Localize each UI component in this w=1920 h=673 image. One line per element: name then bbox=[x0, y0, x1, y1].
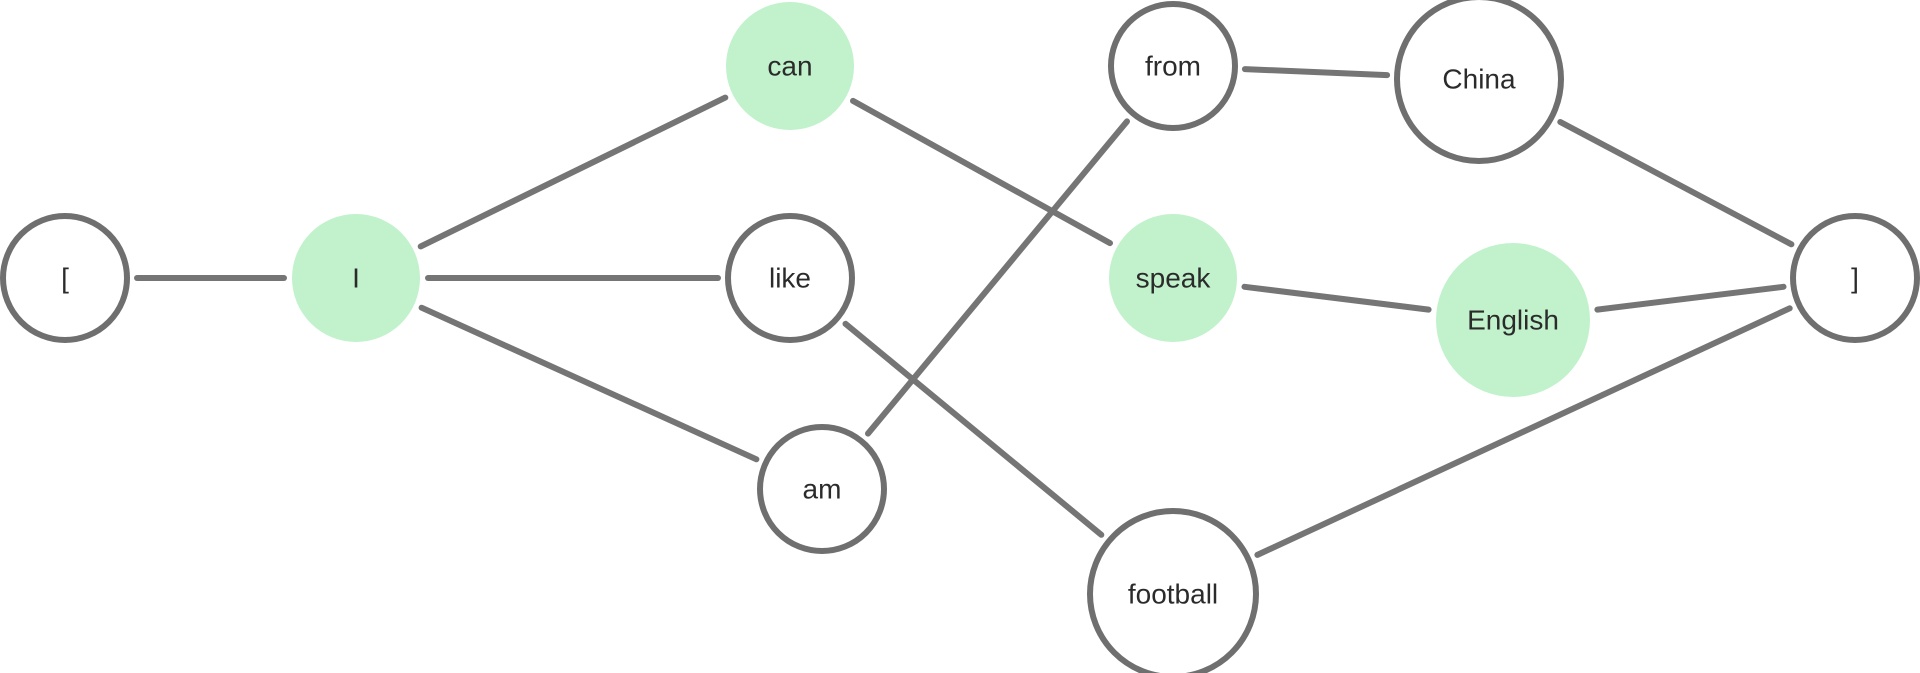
node-label-speak: speak bbox=[1136, 263, 1212, 294]
node-start: [ bbox=[0, 213, 130, 343]
edge-like-football bbox=[842, 320, 1105, 538]
edges-layer bbox=[134, 66, 1795, 558]
node-i: I bbox=[292, 214, 420, 342]
node-am: am bbox=[757, 424, 887, 554]
node-label-english: English bbox=[1467, 305, 1559, 336]
node-label-football: football bbox=[1128, 579, 1218, 610]
node-label-i: I bbox=[352, 263, 360, 294]
node-english: English bbox=[1436, 243, 1590, 397]
node-end: ] bbox=[1790, 213, 1920, 343]
node-label-start: [ bbox=[61, 263, 69, 294]
node-label-am: am bbox=[803, 474, 842, 505]
node-can: can bbox=[726, 2, 854, 130]
node-football: football bbox=[1087, 508, 1259, 673]
edge-speak-english bbox=[1241, 283, 1432, 313]
edge-china-end bbox=[1557, 119, 1795, 248]
node-label-end: ] bbox=[1851, 263, 1859, 294]
edge-english-end bbox=[1594, 283, 1787, 313]
node-label-like: like bbox=[769, 263, 811, 294]
node-label-can: can bbox=[767, 51, 812, 82]
node-circle-can bbox=[726, 2, 854, 130]
node-circle-start bbox=[0, 213, 130, 343]
node-circle-china bbox=[1394, 0, 1564, 164]
edge-i-am bbox=[418, 304, 760, 463]
edge-am-from bbox=[865, 118, 1130, 437]
edge-i-can bbox=[417, 94, 729, 250]
node-from: from bbox=[1108, 1, 1238, 131]
edge-football-end bbox=[1254, 305, 1793, 558]
edge-from-china bbox=[1241, 66, 1391, 79]
node-like: like bbox=[725, 213, 855, 343]
node-speak: speak bbox=[1109, 214, 1237, 342]
node-label-china: China bbox=[1442, 64, 1516, 95]
node-china: China bbox=[1394, 0, 1564, 164]
node-circle-football bbox=[1087, 508, 1259, 673]
node-circle-like bbox=[725, 213, 855, 343]
edge-can-speak bbox=[850, 97, 1113, 247]
node-circle-i bbox=[292, 214, 420, 342]
node-circle-speak bbox=[1109, 214, 1237, 342]
node-circle-from bbox=[1108, 1, 1238, 131]
node-label-from: from bbox=[1145, 51, 1201, 82]
node-circle-english bbox=[1436, 243, 1590, 397]
node-circle-end bbox=[1790, 213, 1920, 343]
node-circle-am bbox=[757, 424, 887, 554]
